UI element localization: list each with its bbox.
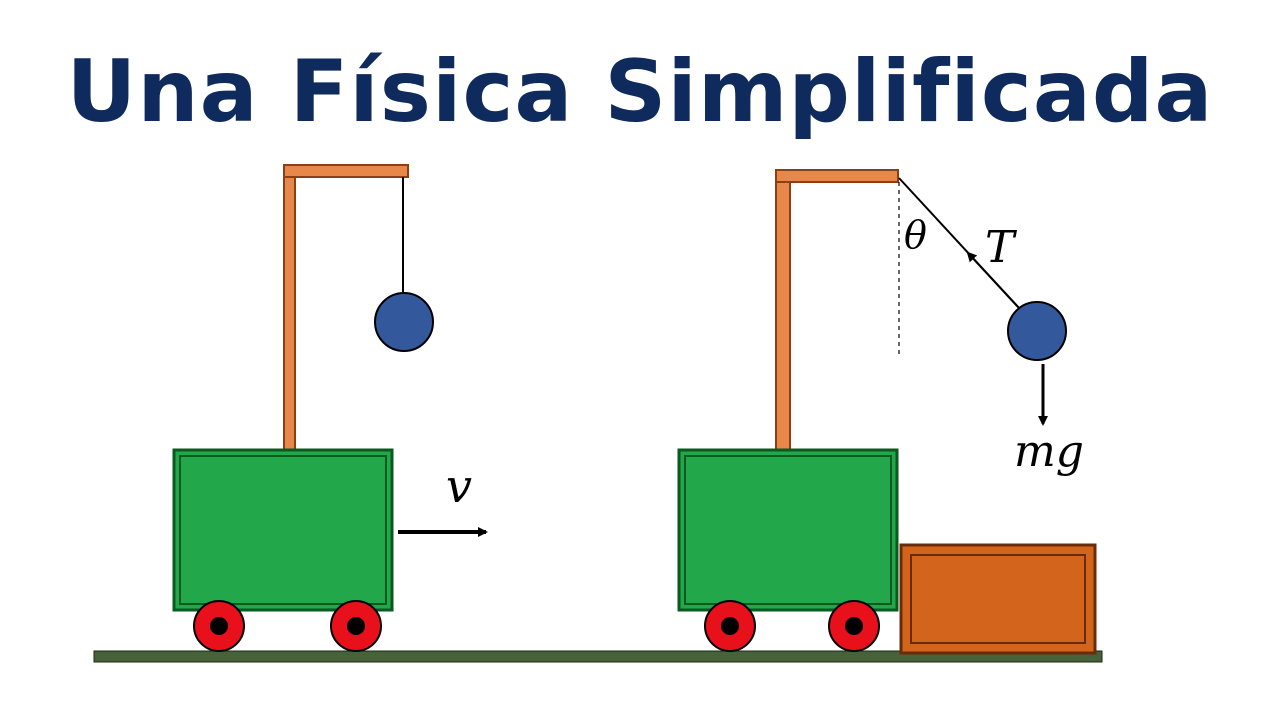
left-cart-system: v [172, 164, 488, 652]
page-title: Una Física Simplificada [66, 42, 1214, 142]
right-cart-wheel-back [828, 600, 880, 652]
left-cart-body [172, 448, 394, 612]
right-pendulum-bob [1007, 301, 1067, 361]
ground-line [93, 650, 1103, 663]
stopping-block [899, 543, 1097, 655]
right-post [775, 175, 791, 453]
stopping-block-panel [910, 554, 1086, 644]
weight-label: mg [1014, 426, 1084, 477]
left-cart-wheel-back [330, 600, 382, 652]
right-cart-panel [684, 455, 892, 605]
tension-arrow [966, 251, 1020, 309]
right-cart-wheel-front [704, 600, 756, 652]
velocity-label: v [446, 459, 472, 513]
right-beam [775, 169, 899, 183]
left-cart-panel [179, 455, 387, 605]
left-pendulum-bob [374, 292, 434, 352]
left-cart-wheel-front [193, 600, 245, 652]
right-cart-body [677, 448, 899, 612]
left-beam [283, 164, 409, 178]
right-cart-system: T θ mg [677, 169, 1097, 655]
tension-label: T [985, 222, 1018, 273]
left-post [283, 169, 296, 451]
angle-label: θ [904, 213, 927, 257]
